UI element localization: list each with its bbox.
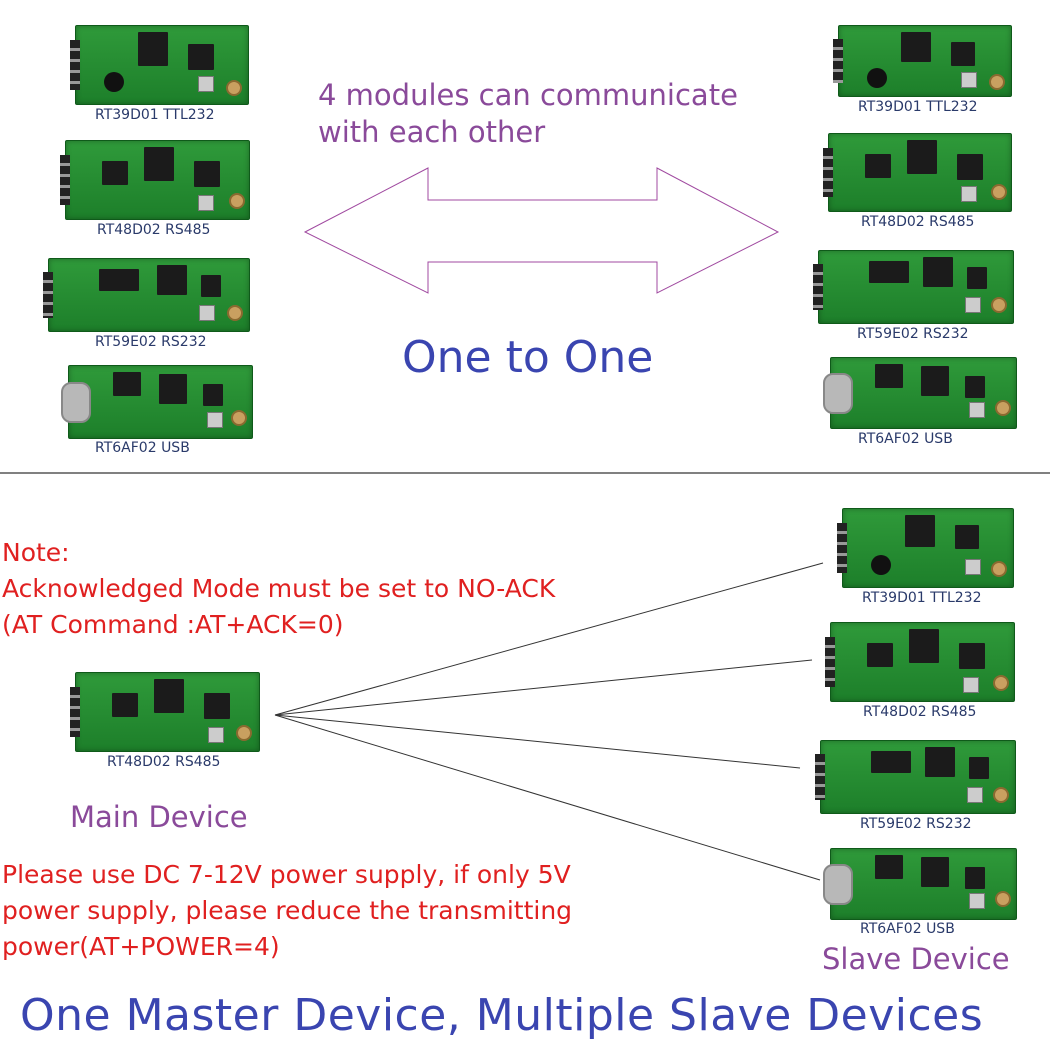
power-note: power supply, please reduce the transmit… bbox=[2, 896, 573, 925]
module-board bbox=[823, 357, 1017, 429]
section-title-one-to-one: One to One bbox=[402, 332, 654, 383]
power-note: Please use DC 7-12V power supply, if onl… bbox=[2, 860, 571, 889]
section-title-master-slave: One Master Device, Multiple Slave Device… bbox=[20, 990, 984, 1041]
module-board bbox=[813, 250, 1014, 324]
module-label: RT6AF02 USB bbox=[858, 431, 953, 447]
power-note: power(AT+POWER=4) bbox=[2, 932, 280, 961]
module-label: RT48D02 RS485 bbox=[107, 754, 221, 770]
module-label: RT48D02 RS485 bbox=[861, 214, 975, 230]
main-device-label: Main Device bbox=[70, 800, 248, 834]
note-line: Acknowledged Mode must be set to NO-ACK bbox=[2, 574, 556, 603]
module-label: RT6AF02 USB bbox=[860, 921, 955, 937]
double-arrow bbox=[303, 167, 780, 294]
note-title: Note: bbox=[2, 538, 70, 567]
module-label: RT59E02 RS232 bbox=[860, 816, 972, 832]
note-line: (AT Command :AT+ACK=0) bbox=[2, 610, 344, 639]
main-module-board bbox=[70, 672, 260, 752]
slave-device-label: Slave Device bbox=[822, 942, 1010, 976]
caption: 4 modules can communicate bbox=[318, 78, 738, 112]
module-board bbox=[43, 258, 250, 332]
link-line bbox=[274, 659, 813, 716]
module-label: RT39D01 TTL232 bbox=[862, 590, 982, 606]
module-board bbox=[833, 25, 1012, 97]
module-label: RT6AF02 USB bbox=[95, 440, 190, 456]
slave-module-board bbox=[823, 848, 1017, 920]
module-board bbox=[60, 140, 250, 220]
link-line bbox=[274, 562, 824, 716]
module-board bbox=[70, 25, 249, 105]
link-line bbox=[274, 714, 821, 881]
module-label: RT48D02 RS485 bbox=[97, 222, 211, 238]
slave-module-board bbox=[815, 740, 1016, 814]
module-label: RT39D01 TTL232 bbox=[858, 99, 978, 115]
module-label: RT48D02 RS485 bbox=[863, 704, 977, 720]
module-board bbox=[61, 365, 253, 439]
caption-line2: with each other bbox=[318, 115, 546, 149]
module-label: RT59E02 RS232 bbox=[95, 334, 207, 350]
slave-module-board bbox=[825, 622, 1015, 702]
module-label: RT59E02 RS232 bbox=[857, 326, 969, 342]
slave-module-board bbox=[837, 508, 1014, 588]
module-label: RT39D01 TTL232 bbox=[95, 107, 215, 123]
link-line bbox=[274, 714, 801, 769]
module-board bbox=[823, 133, 1012, 212]
